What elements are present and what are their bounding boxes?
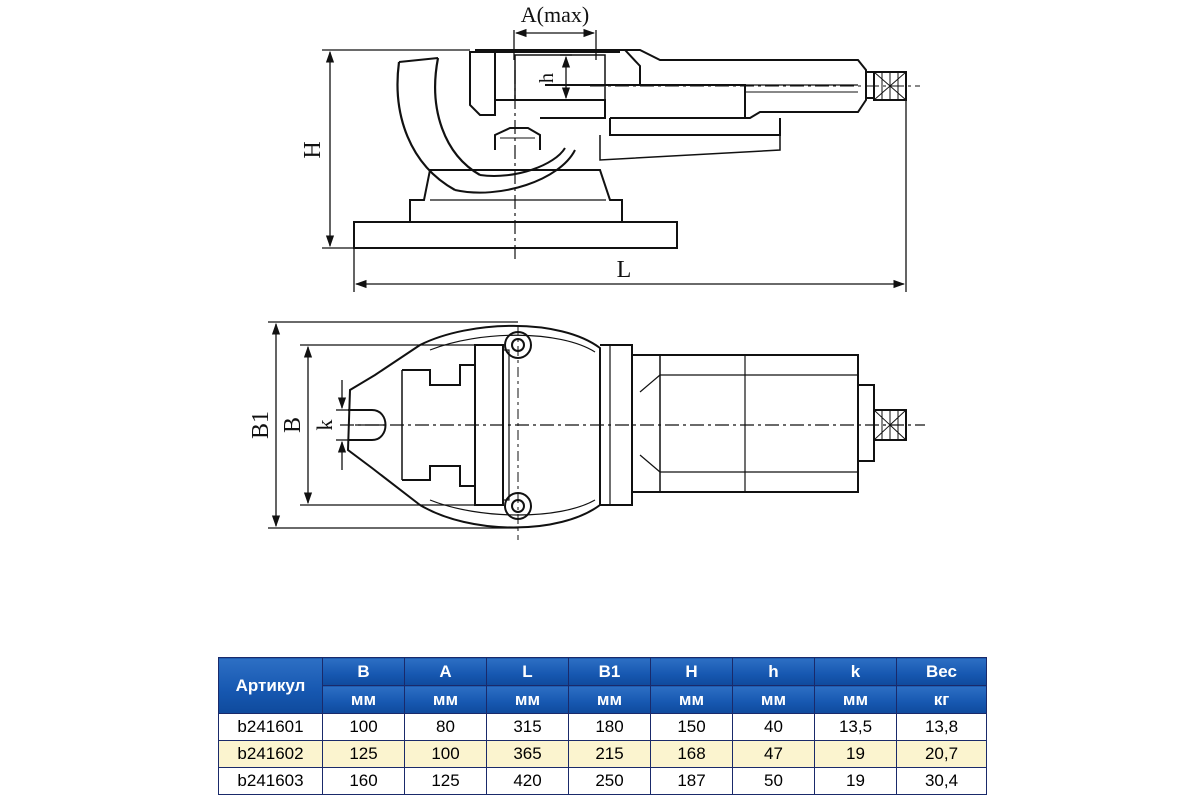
dimension-label-h-small: h [536, 73, 558, 83]
column-unit-b: мм [322, 685, 405, 714]
top-view [340, 324, 925, 540]
table-cell: 250 [568, 767, 651, 795]
table-cell: 80 [404, 713, 487, 741]
article-cell: b241602 [218, 740, 323, 768]
column-header-a: A [404, 657, 487, 686]
column-unit-k: мм [814, 685, 897, 714]
column-unit-h-total: мм [650, 685, 733, 714]
article-cell: b241603 [218, 767, 323, 795]
column-header-l: L [486, 657, 569, 686]
specification-table: Артикул B A L B1 H h k Вес мм мм мм мм м… [218, 657, 987, 795]
table-cell: 100 [322, 713, 405, 741]
column-header-k: k [814, 657, 897, 686]
table-cell: 47 [732, 740, 815, 768]
table-cell: 315 [486, 713, 569, 741]
table-header-row-units: мм мм мм мм мм мм мм кг [219, 685, 987, 714]
table-cell: 19 [814, 767, 897, 795]
column-unit-b1: мм [568, 685, 651, 714]
column-header-b1: B1 [568, 657, 651, 686]
table-row: b241603 160 125 420 250 187 50 19 30,4 [218, 767, 987, 795]
table-cell: 19 [814, 740, 897, 768]
article-cell: b241601 [218, 713, 323, 741]
table-cell: 215 [568, 740, 651, 768]
side-view-dimensions [322, 28, 907, 292]
table-cell: 125 [322, 740, 405, 768]
table-cell: 50 [732, 767, 815, 795]
side-view [353, 49, 920, 262]
column-header-weight: Вес [896, 657, 987, 686]
table-cell: 13,8 [896, 713, 987, 741]
table-cell: 150 [650, 713, 733, 741]
table-cell: 40 [732, 713, 815, 741]
dimension-label-b1: B1 [248, 411, 274, 439]
table-cell: 125 [404, 767, 487, 795]
table-cell: 160 [322, 767, 405, 795]
table-row: b241602 125 100 365 215 168 47 19 20,7 [218, 740, 987, 768]
column-header-b: B [322, 657, 405, 686]
column-unit-weight: кг [896, 685, 987, 714]
table-cell: 180 [568, 713, 651, 741]
table-cell: 365 [486, 740, 569, 768]
article-header: Артикул [218, 657, 323, 714]
table-cell: 168 [650, 740, 733, 768]
table-cell: 187 [650, 767, 733, 795]
column-unit-h-small: мм [732, 685, 815, 714]
dimension-label-l-total: L [617, 257, 632, 283]
vise-technical-drawing: A(max) h H L [248, 2, 925, 540]
dimension-label-k: k [312, 420, 337, 431]
table-header-row-names: Артикул B A L B1 H h k Вес [218, 657, 987, 714]
table-cell: 420 [486, 767, 569, 795]
column-header-h-total: H [650, 657, 733, 686]
column-unit-l: мм [486, 685, 569, 714]
table-cell: 13,5 [814, 713, 897, 741]
table-cell: 30,4 [896, 767, 987, 795]
dimension-label-a-max: A(max) [521, 2, 589, 27]
table-cell: 20,7 [896, 740, 987, 768]
dimension-label-h-total: H [300, 141, 326, 158]
dimension-label-b: B [280, 417, 306, 433]
column-header-h-small: h [732, 657, 815, 686]
table-row: b241601 100 80 315 180 150 40 13,5 13,8 [218, 713, 987, 741]
table-cell: 100 [404, 740, 487, 768]
top-view-dimensions [268, 321, 518, 529]
column-unit-a: мм [404, 685, 487, 714]
